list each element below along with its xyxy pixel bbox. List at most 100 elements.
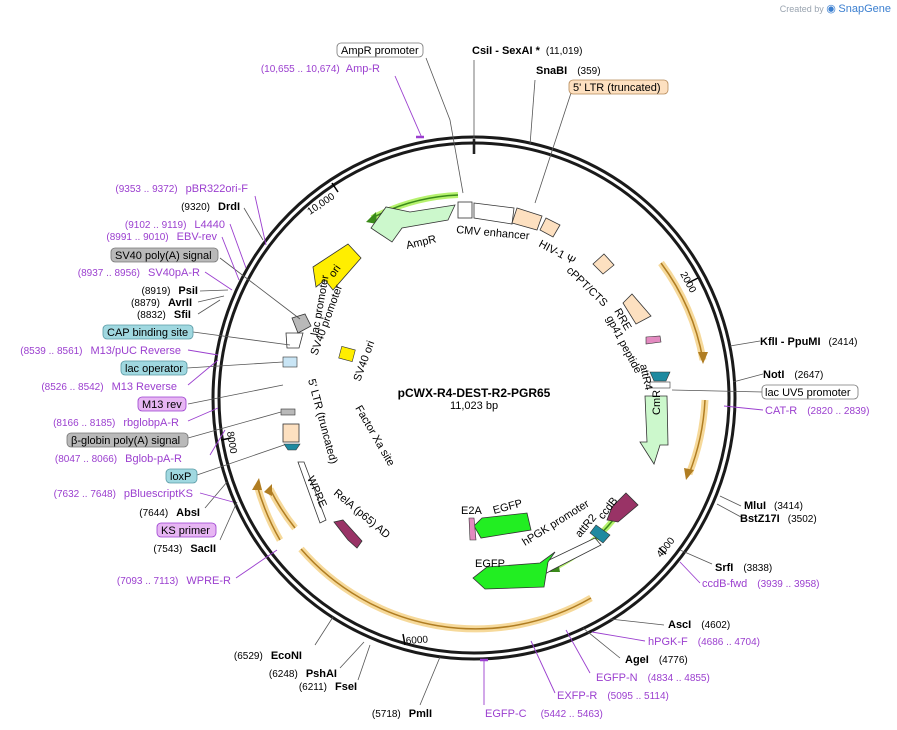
primer-pbluescriptks: (7632 .. 7648)pBluescriptKS — [54, 488, 193, 500]
feature-cmr-label: CmR — [651, 390, 663, 415]
box-ksprimer-label: KS primer — [161, 525, 210, 537]
tick-8000-mark — [220, 437, 232, 441]
primer-line-sv40par — [204, 271, 233, 291]
snapgene-credit: Created by ◉ SnapGene — [780, 2, 891, 15]
hiv-psi-feature — [539, 217, 561, 238]
enzyme-fsei: (6211)FseI — [299, 681, 357, 693]
plasmid-name: pCWX-R4-DEST-R2-PGR65 — [398, 386, 551, 400]
leader-agei — [582, 627, 621, 659]
leader-bglob-pa — [187, 411, 282, 439]
box-cap-label: CAP binding site — [107, 327, 188, 339]
orf-arcs — [252, 192, 709, 633]
box-m13rev-label: M13 rev — [142, 399, 182, 411]
tick-2000-mark — [687, 277, 699, 284]
box-m13rev — [137, 396, 187, 412]
primer-ccdb-fwd: ccdB-fwd(3939 .. 3958) — [702, 578, 820, 590]
primer-line-ebvrev — [221, 236, 240, 281]
primer-line-exfpr — [530, 640, 556, 694]
leader-avrii — [197, 295, 225, 303]
primer-line-ccdb-fwd — [679, 561, 701, 584]
primer-exfpr: EXFP-R(5095 .. 5114) — [557, 690, 669, 702]
box-lacuv5-label: lac UV5 promoter — [765, 387, 851, 399]
enzyme-kfli: KflI - PpuMI(2414) — [760, 336, 857, 348]
box-ltr-label: 5' LTR (truncated) — [573, 82, 660, 94]
ori-feature — [312, 243, 362, 291]
orf-arc-ampr — [371, 194, 459, 219]
leader-srfi — [679, 549, 713, 565]
enzyme-sacii: (7543)SacII — [153, 543, 216, 555]
box-ampr-promoter — [336, 42, 424, 58]
feature-cmv-label: CMV enhancer — [456, 224, 530, 242]
box-lacop-label: lac operator — [125, 363, 183, 375]
orf-arc-3 — [300, 548, 592, 630]
primer-line-egfpn — [565, 629, 591, 674]
ampR-feature — [370, 204, 456, 243]
feature-sv40ori-label: SV40 ori — [352, 339, 378, 383]
box-cap — [102, 324, 194, 340]
feature-hivpsi-label: HIV-1 Ψ — [537, 238, 578, 267]
tick-4000-mark — [658, 547, 667, 555]
feature-rela-label: RelA (p65) AD — [331, 487, 392, 541]
primer-line-catr — [723, 405, 764, 411]
primer-bglob: (8047 .. 8066)Bglob-pA-R — [55, 453, 182, 465]
box-ampr-promoter-label: AmpR promoter — [341, 45, 419, 57]
enzyme-drdi: (9320)DrdI — [181, 201, 240, 213]
leader-ampr-promoter — [425, 57, 464, 194]
leader-loxp — [196, 444, 285, 476]
primer-line-pbr322 — [254, 195, 267, 246]
leader-sacii — [219, 501, 238, 541]
box-ksprimer — [156, 522, 217, 538]
box-lacuv5 — [761, 384, 859, 400]
enzyme-avrii: (8879)AvrII — [131, 297, 192, 309]
ltr-trunc-feature — [282, 423, 300, 443]
orf-arc-4-head — [264, 484, 272, 496]
feature-shapes — [280, 201, 671, 590]
boxed-labels: AmpR promoter 5' LTR (truncated) lac UV5… — [66, 42, 859, 538]
orf-arc-5-head — [252, 478, 262, 490]
enzyme-csii: CsiI - SexAI *(11,019) — [472, 45, 582, 57]
box-bglob — [66, 432, 189, 448]
enzyme-pshai: (6248)PshAI — [269, 668, 337, 680]
feature-ltr-label: 5' LTR (truncated) — [305, 378, 339, 466]
feature-factorxa-label: Factor Xa site — [352, 404, 396, 469]
primer-ampr: (10,655 .. 10,674)Amp-R — [261, 63, 380, 75]
box-loxp-label: loxP — [170, 471, 191, 483]
leader-lacuv5 — [671, 389, 764, 393]
primer-line-hpgkf — [591, 631, 646, 642]
leader-snabi — [529, 79, 536, 146]
leader-pmli — [419, 656, 441, 706]
attR4-hatch — [649, 381, 671, 389]
primer-line-pbluescriptks — [199, 492, 234, 503]
enzyme-sfii: (8832)SfiI — [137, 309, 191, 321]
primer-line-bglob — [209, 429, 226, 456]
primer-rbglob: (8166 .. 8185)rbglobpA-R — [53, 417, 179, 429]
attR2-feature — [589, 524, 611, 544]
sv40-promoter-feature — [285, 332, 304, 349]
leader-sfii — [197, 299, 221, 315]
credit-prefix: Created by — [779, 4, 824, 14]
feature-wpre-label: WPRE — [304, 474, 328, 509]
feature-egfp-1-label: EGFP — [475, 558, 505, 570]
gp41-feature — [645, 335, 662, 345]
lox-feature — [283, 443, 301, 451]
wpre-feature — [297, 461, 327, 524]
primer-line-rbglob — [187, 407, 219, 422]
cmR-feature — [639, 395, 669, 465]
enzyme-snabi: SnaBI(359) — [536, 65, 601, 77]
bglob-pa-feature — [280, 408, 296, 416]
egfp-2-feature — [473, 512, 532, 539]
enzyme-mlui: MluI(3414) — [744, 500, 803, 512]
enzyme-econi: (6529)EcoNI — [234, 650, 302, 662]
leader-absi — [204, 481, 228, 509]
primer-line-ampr — [394, 75, 423, 139]
box-bglob-label: β-globin poly(A) signal — [71, 435, 180, 447]
e2a-feature — [468, 517, 477, 541]
leader-fsei — [357, 644, 371, 681]
leader-cap — [192, 331, 291, 346]
primer-catr: CAT-R(2820 .. 2839) — [765, 405, 869, 417]
orf-arc-2-head — [684, 468, 694, 480]
leader-lines — [186, 57, 764, 706]
primer-pbr322: (9353 .. 9372)pBR322ori-F — [115, 183, 248, 195]
primer-l4440: (9102 .. 9119)L4440 — [125, 219, 225, 231]
leader-drdi — [243, 207, 264, 241]
